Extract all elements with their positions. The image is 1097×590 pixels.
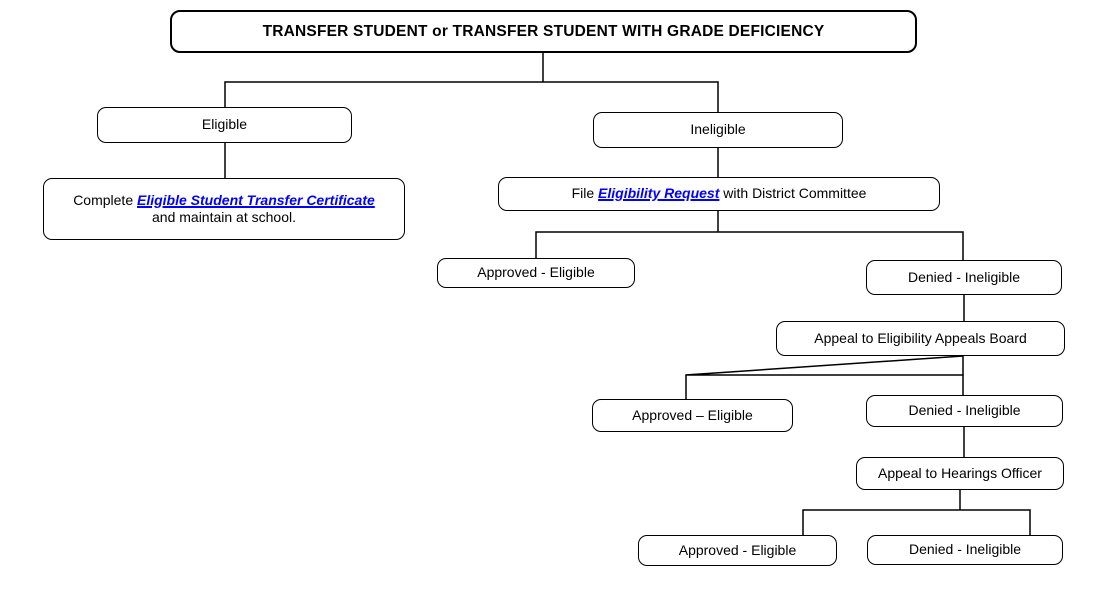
connector-board-split: [685, 355, 964, 399]
file-request-line: File Eligibility Request with District C…: [572, 185, 867, 203]
node-label: Denied - Ineligible: [907, 268, 1021, 285]
node-appeal-hearings-officer: Appeal to Hearings Officer: [856, 457, 1064, 490]
node-file-eligibility-request: File Eligibility Request with District C…: [498, 177, 940, 211]
node-label: Eligible: [201, 116, 248, 133]
node-approved-eligible-board: Approved – Eligible: [592, 399, 793, 432]
connector-district-split: [535, 231, 964, 260]
node-label: Denied - Ineligible: [908, 402, 1021, 419]
node-label: Approved - Eligible: [678, 541, 797, 558]
certificate-line-2: and maintain at school.: [152, 209, 296, 227]
certificate-suffix: and maintain at school.: [152, 209, 296, 225]
node-denied-ineligible-board: Denied - Ineligible: [866, 395, 1063, 427]
connector-title-split: [224, 81, 719, 112]
node-denied-ineligible-hearings: Denied - Ineligible: [867, 535, 1063, 565]
node-eligible: Eligible: [97, 107, 352, 143]
node-denied-ineligible-district: Denied - Ineligible: [866, 260, 1062, 295]
eligibility-request-link[interactable]: Eligibility Request: [598, 185, 720, 202]
node-label: Ineligible: [690, 121, 746, 138]
node-label: Approved - Eligible: [477, 264, 595, 281]
title-label: TRANSFER STUDENT or TRANSFER STUDENT WIT…: [262, 22, 825, 40]
node-ineligible: Ineligible: [593, 112, 843, 148]
connector-hearings-split: [802, 509, 1031, 535]
node-approved-eligible-district: Approved - Eligible: [437, 258, 635, 288]
node-label: Approved – Eligible: [632, 406, 753, 423]
node-label: Denied - Ineligible: [908, 541, 1022, 558]
node-appeal-eligibility-appeals-board: Appeal to Eligibility Appeals Board: [776, 321, 1065, 356]
eligible-student-transfer-certificate-link[interactable]: Eligible Student Transfer Certificate: [137, 191, 375, 208]
node-approved-eligible-hearings: Approved - Eligible: [638, 535, 837, 566]
node-transfer-student-title: TRANSFER STUDENT or TRANSFER STUDENT WIT…: [170, 10, 917, 53]
node-label: Appeal to Hearings Officer: [878, 464, 1042, 481]
certificate-prefix: Complete: [73, 191, 134, 208]
node-complete-certificate: Complete Eligible Student Transfer Certi…: [43, 178, 405, 240]
file-request-suffix: with District Committee: [723, 185, 867, 202]
file-request-prefix: File: [571, 185, 595, 202]
node-label: Appeal to Eligibility Appeals Board: [814, 329, 1027, 346]
certificate-line-1: Complete Eligible Student Transfer Certi…: [73, 192, 375, 210]
